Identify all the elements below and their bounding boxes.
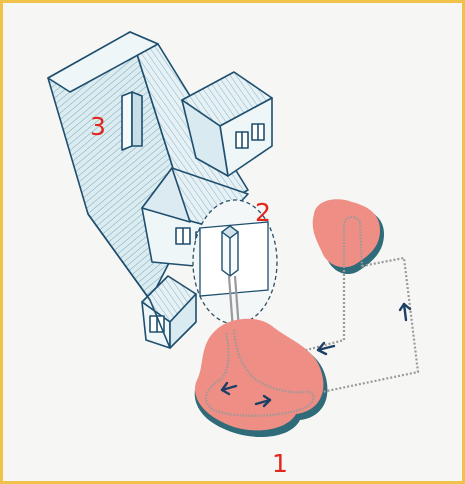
- main-loop-pipe: [204, 329, 315, 417]
- label-house: 3: [90, 112, 106, 141]
- label-ground-loop: 1: [272, 449, 288, 478]
- rear-wing: [181, 71, 273, 177]
- equipment-cutaway: [192, 199, 278, 331]
- main-ground-loop: [194, 318, 328, 438]
- flow-arrows: [220, 302, 412, 408]
- connecting-pipes: [305, 256, 420, 394]
- arrow-up-right: [398, 302, 412, 322]
- house-base-line: [87, 213, 171, 349]
- remote-ground-loop: [312, 199, 384, 275]
- arrow-loop-right: [254, 394, 272, 408]
- main-gable-end: [47, 31, 159, 93]
- remote-loop-pipe: [342, 216, 364, 269]
- label-equipment: 2: [255, 198, 271, 227]
- chimney: [121, 91, 143, 151]
- arrow-loop-left: [220, 381, 238, 396]
- arrow-return-left: [316, 341, 336, 356]
- heat-pump-unit: [220, 225, 240, 277]
- front-wing: [141, 275, 197, 349]
- remote-loop-pit: [312, 199, 380, 268]
- house: [47, 31, 273, 349]
